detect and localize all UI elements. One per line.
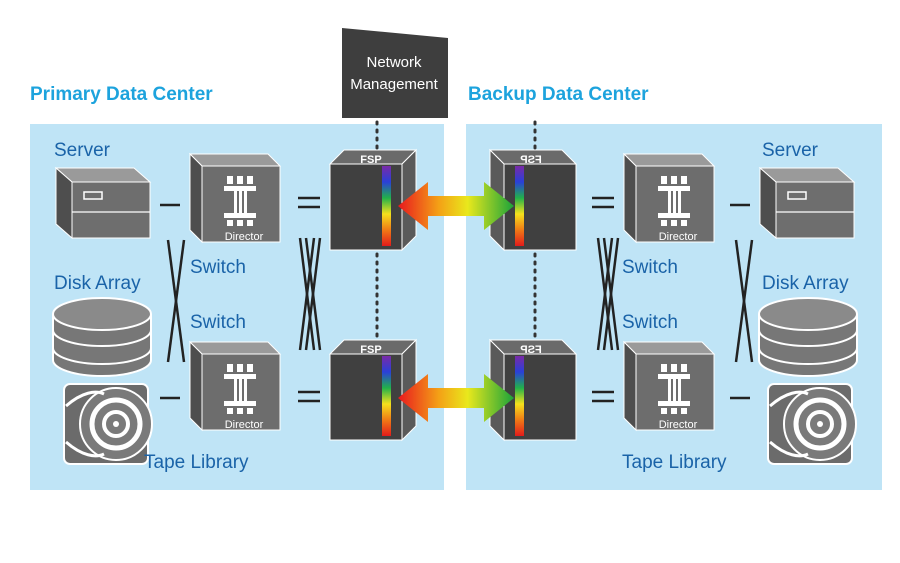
primary-director-top-icon [189,153,281,243]
primary-director-top-label: Director [225,231,264,243]
network-management-line1: Network [366,54,422,71]
primary-connectors [160,196,322,403]
backup-switch-top-label: Switch [622,257,678,278]
backup-tape-library-icon [768,384,856,464]
primary-disk-array-icon [52,297,152,377]
backup-tape-library-label: Tape Library [622,452,727,473]
link-arrow-top [398,182,514,230]
primary-datacenter-title: Primary Data Center [30,84,213,105]
backup-datacenter-title: Backup Data Center [468,84,649,105]
backup-director-top-label: Director [659,231,698,243]
backup-disk-array-icon [758,297,858,377]
primary-disk-array-label: Disk Array [54,273,141,294]
backup-director-bottom-icon [623,341,715,431]
backup-director-bottom-label: Director [659,419,698,431]
backup-disk-array-label: Disk Array [762,273,849,294]
primary-switch-bottom-label: Switch [190,312,246,333]
backup-server-label: Server [762,140,818,161]
network-management-box [342,28,448,118]
backup-director-top-icon [623,153,715,243]
network-management-line2: Management [350,76,438,93]
primary-fsp-top-label: FSP [360,154,381,166]
backup-server-icon [759,167,855,239]
primary-switch-top-label: Switch [190,257,246,278]
backup-fsp-top-label: FSP [520,154,541,166]
primary-tape-library-icon [64,384,152,464]
primary-server-icon [55,167,151,239]
primary-director-bottom-label: Director [225,419,264,431]
backup-switch-bottom-label: Switch [622,312,678,333]
backup-connectors [592,196,754,403]
link-arrow-bottom [398,374,514,422]
backup-fsp-bottom-label: FSP [520,344,541,356]
primary-fsp-bottom-label: FSP [360,344,381,356]
primary-director-bottom-icon [189,341,281,431]
primary-tape-library-label: Tape Library [144,452,249,473]
primary-server-label: Server [54,140,110,161]
